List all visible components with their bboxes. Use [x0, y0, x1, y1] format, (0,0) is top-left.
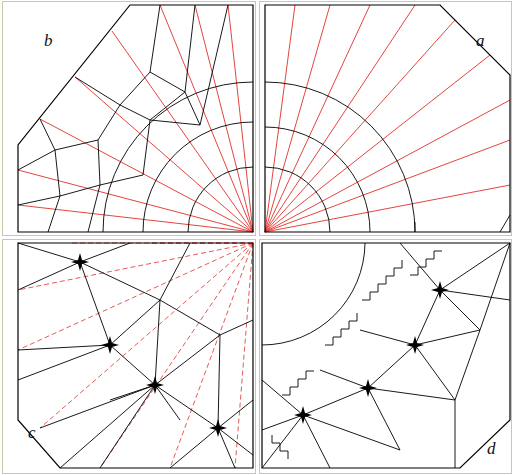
panel-c-pattern — [18, 243, 253, 468]
panel-label: b — [44, 32, 53, 49]
panel-a-pattern — [265, 5, 510, 232]
panel-label: d — [487, 440, 496, 457]
panel-d-pattern — [262, 243, 510, 468]
panel-label: a — [476, 32, 485, 49]
panel-b-pattern — [18, 5, 253, 232]
panel-label: c — [28, 424, 36, 441]
panel-frames — [3, 2, 512, 474]
